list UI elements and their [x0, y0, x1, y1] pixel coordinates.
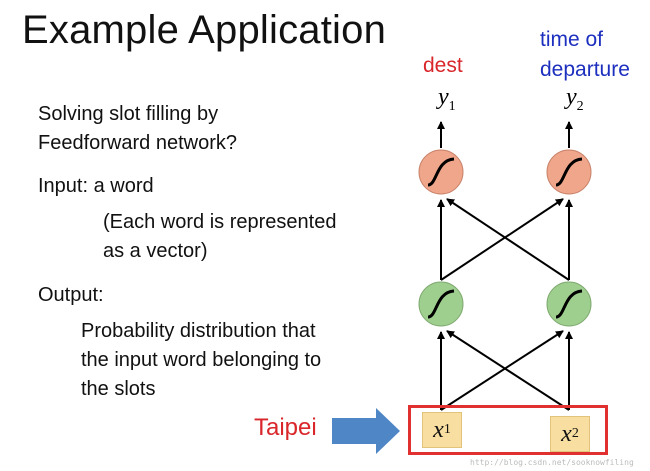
input-word-label: Taipei — [254, 414, 317, 441]
dest-label: dest — [423, 54, 463, 77]
input-note-2: as a vector) — [103, 240, 208, 262]
input-note-1: (Each word is represented — [103, 211, 337, 233]
body-line-2: Feedforward network? — [38, 132, 237, 154]
sigmoid-icon — [427, 157, 455, 187]
output-y2: y2 — [566, 84, 584, 115]
x2-subscript: 2 — [571, 426, 579, 441]
edge-h2-o1 — [446, 198, 570, 281]
watermark: http://blog.csdn.net/sooknowfiling — [470, 458, 634, 467]
body-line-1: Solving slot filling by — [38, 103, 219, 125]
output-note-1: Probability distribution that — [81, 320, 316, 342]
sigmoid-icon — [555, 289, 583, 319]
y1-subscript: 1 — [448, 98, 456, 114]
input-arrow-icon — [332, 408, 400, 454]
y2-symbol: y — [566, 84, 577, 110]
time-of-departure-label: time of departure — [540, 25, 630, 85]
output-neuron-1 — [418, 149, 464, 195]
output-note-3: the slots — [81, 378, 156, 400]
input-layer-frame — [408, 405, 608, 455]
input-label: Input: a word — [38, 175, 154, 197]
y2-subscript: 2 — [576, 98, 584, 114]
x2-symbol: x — [561, 420, 572, 447]
edge-h1-o2 — [440, 198, 564, 281]
output-neuron-2 — [546, 149, 592, 195]
output-label: Output: — [38, 284, 104, 306]
edge-x1-h2 — [440, 330, 564, 411]
hidden-neuron-1 — [418, 281, 464, 327]
sigmoid-icon — [427, 289, 455, 319]
time-label-line-2: departure — [540, 58, 630, 81]
hidden-neuron-2 — [546, 281, 592, 327]
slide-title: Example Application — [22, 8, 387, 52]
sigmoid-icon — [555, 157, 583, 187]
edge-x2-h1 — [446, 330, 570, 411]
output-y1: y1 — [438, 84, 456, 115]
output-note-2: the input word belonging to — [81, 349, 322, 371]
x1-subscript: 1 — [443, 422, 451, 437]
time-label-line-1: time of — [540, 28, 604, 51]
y1-symbol: y — [438, 84, 449, 110]
x1-symbol: x — [433, 416, 444, 443]
